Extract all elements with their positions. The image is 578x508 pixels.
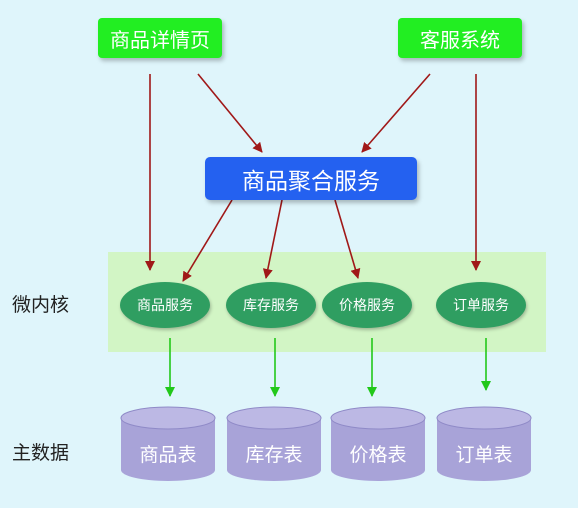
table-cylinder [436,406,532,481]
arrow-cs-to-aggregation [361,73,431,153]
product-table-label: 商品表 [139,443,197,466]
inventory-table-label: 库存表 [245,443,303,466]
arrow-aggregation-to-product-service [182,199,233,282]
aggregation-service-box: 商品聚合服务 [205,157,417,200]
customer-service-system-box: 客服系统 [398,18,522,58]
inventory-service-node: 库存服务 [226,282,316,328]
order-service-node: 订单服务 [436,282,526,328]
arrow-aggregation-to-inventory-service [262,199,283,279]
price-table-label: 价格表 [349,443,407,466]
microkernel-label: 微内核 [12,294,70,316]
table-cylinder [330,406,426,481]
product-detail-page-box: 商品详情页 [98,18,222,58]
table-cylinder [226,406,322,481]
price-service-node: 价格服务 [322,282,412,328]
arrow-detail-to-aggregation [197,73,263,153]
master-data-label: 主数据 [12,442,70,464]
arrow-aggregation-to-price-service [334,199,361,279]
product-service-node: 商品服务 [120,282,210,328]
order-table-label: 订单表 [455,443,513,466]
table-cylinder [120,406,216,481]
